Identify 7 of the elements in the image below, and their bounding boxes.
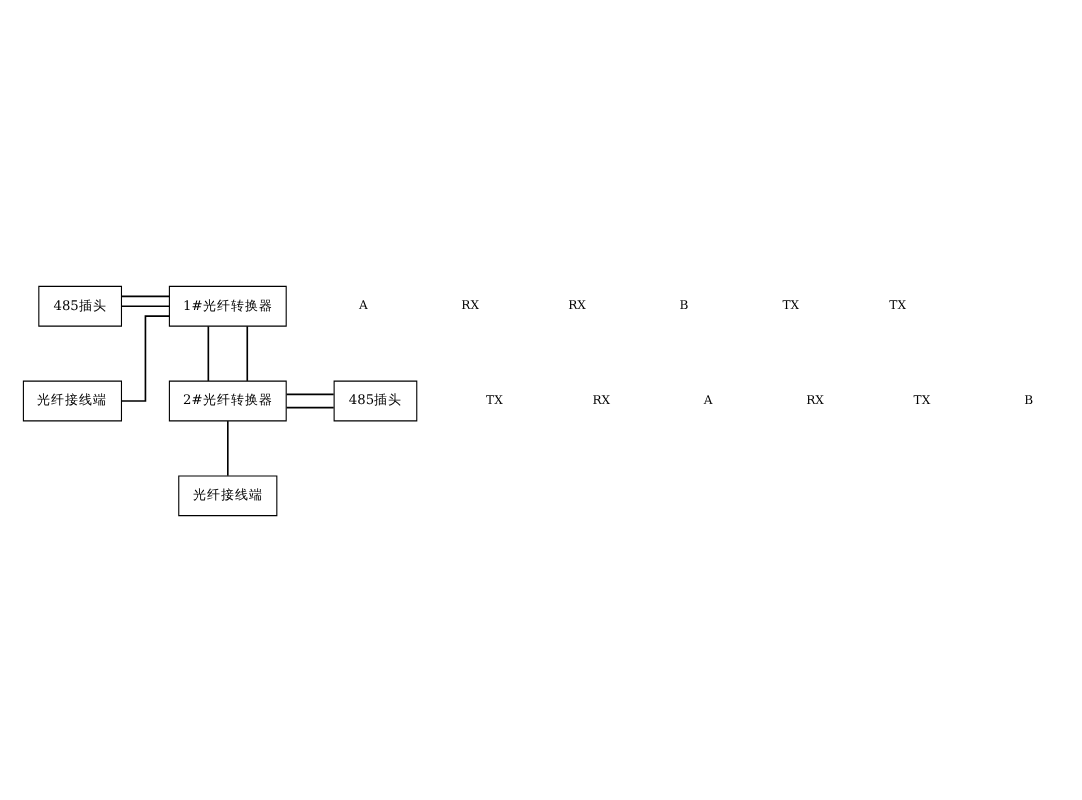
connector [226, 419, 229, 476]
connector [285, 392, 335, 395]
connector [285, 405, 335, 408]
connector [120, 304, 171, 307]
connector [120, 294, 171, 297]
connector [207, 324, 210, 381]
connector [246, 324, 249, 381]
